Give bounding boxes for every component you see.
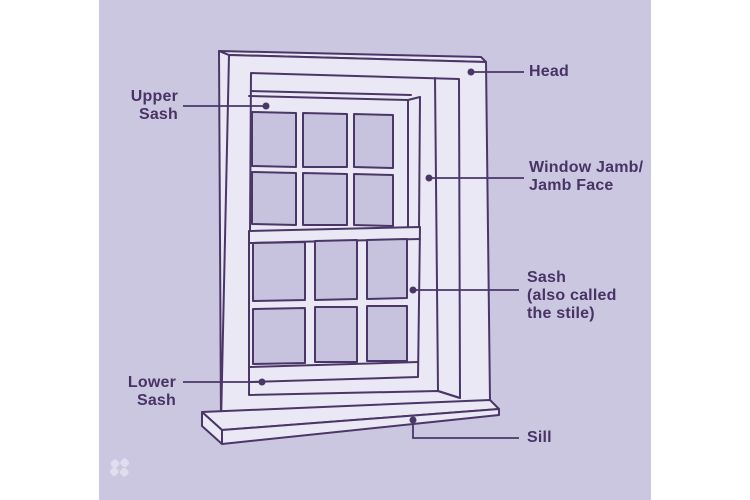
leader-sill bbox=[409, 416, 519, 439]
leader-window-jamb bbox=[425, 174, 524, 182]
label-sash: Sash (also called the stile) bbox=[527, 269, 617, 323]
head-jamb-line bbox=[250, 90, 412, 96]
upper-sash-pane bbox=[251, 111, 297, 168]
label-lower-sash-line1: Lower bbox=[127, 374, 176, 391]
leader-lines bbox=[183, 68, 524, 439]
leader-upper-sash bbox=[183, 102, 270, 110]
leader-head bbox=[467, 68, 524, 76]
upper-sash-pane bbox=[353, 173, 394, 227]
label-sill: Sill bbox=[527, 429, 552, 447]
label-lower-sash-line2: Sash bbox=[136, 392, 176, 409]
lower-sash-pane bbox=[252, 307, 306, 365]
upper-sash-pane bbox=[302, 172, 348, 226]
flower-logo bbox=[109, 458, 130, 477]
bottom-rail-top-line bbox=[249, 361, 419, 368]
upper-sash bbox=[248, 95, 421, 230]
label-sill-line1: Sill bbox=[527, 429, 552, 446]
label-sash-line2: (also called bbox=[527, 287, 617, 304]
sill bbox=[201, 390, 500, 445]
label-upper-sash: Upper Sash bbox=[131, 88, 178, 124]
label-upper-sash-line1: Upper bbox=[130, 88, 178, 105]
leader-sash bbox=[409, 286, 519, 294]
lower-sash-pane bbox=[366, 305, 408, 362]
label-sash-line1: Sash bbox=[527, 269, 567, 286]
upper-sash-pane bbox=[302, 112, 348, 168]
upper-sash-pane bbox=[353, 113, 394, 169]
jamb-sill-bevel bbox=[437, 390, 461, 399]
label-window-jamb-line1: Window Jamb/ bbox=[529, 159, 644, 176]
label-lower-sash: Lower Sash bbox=[128, 374, 176, 410]
label-head: Head bbox=[529, 63, 569, 81]
leader-lower-sash bbox=[183, 378, 266, 386]
lower-sash-pane bbox=[252, 241, 306, 302]
label-window-jamb: Window Jamb/ Jamb Face bbox=[529, 159, 643, 195]
lower-sash-pane bbox=[314, 239, 358, 301]
upper-sash-pane bbox=[251, 171, 297, 226]
label-sash-line3: the stile) bbox=[527, 305, 595, 322]
label-head-line1: Head bbox=[529, 63, 569, 80]
upper-sash-top-bevel bbox=[407, 96, 421, 101]
lower-sash-pane bbox=[314, 306, 358, 363]
lower-sash-pane bbox=[366, 238, 408, 300]
sill-left-end bbox=[201, 411, 223, 445]
upper-sash-top-edge bbox=[248, 95, 409, 101]
lower-sash bbox=[248, 226, 421, 383]
jamb-inner-corner-line bbox=[434, 77, 439, 392]
label-upper-sash-line2: Sash bbox=[138, 106, 178, 123]
upper-sash-side-edge bbox=[418, 96, 421, 230]
label-window-jamb-line2: Jamb Face bbox=[529, 177, 614, 194]
